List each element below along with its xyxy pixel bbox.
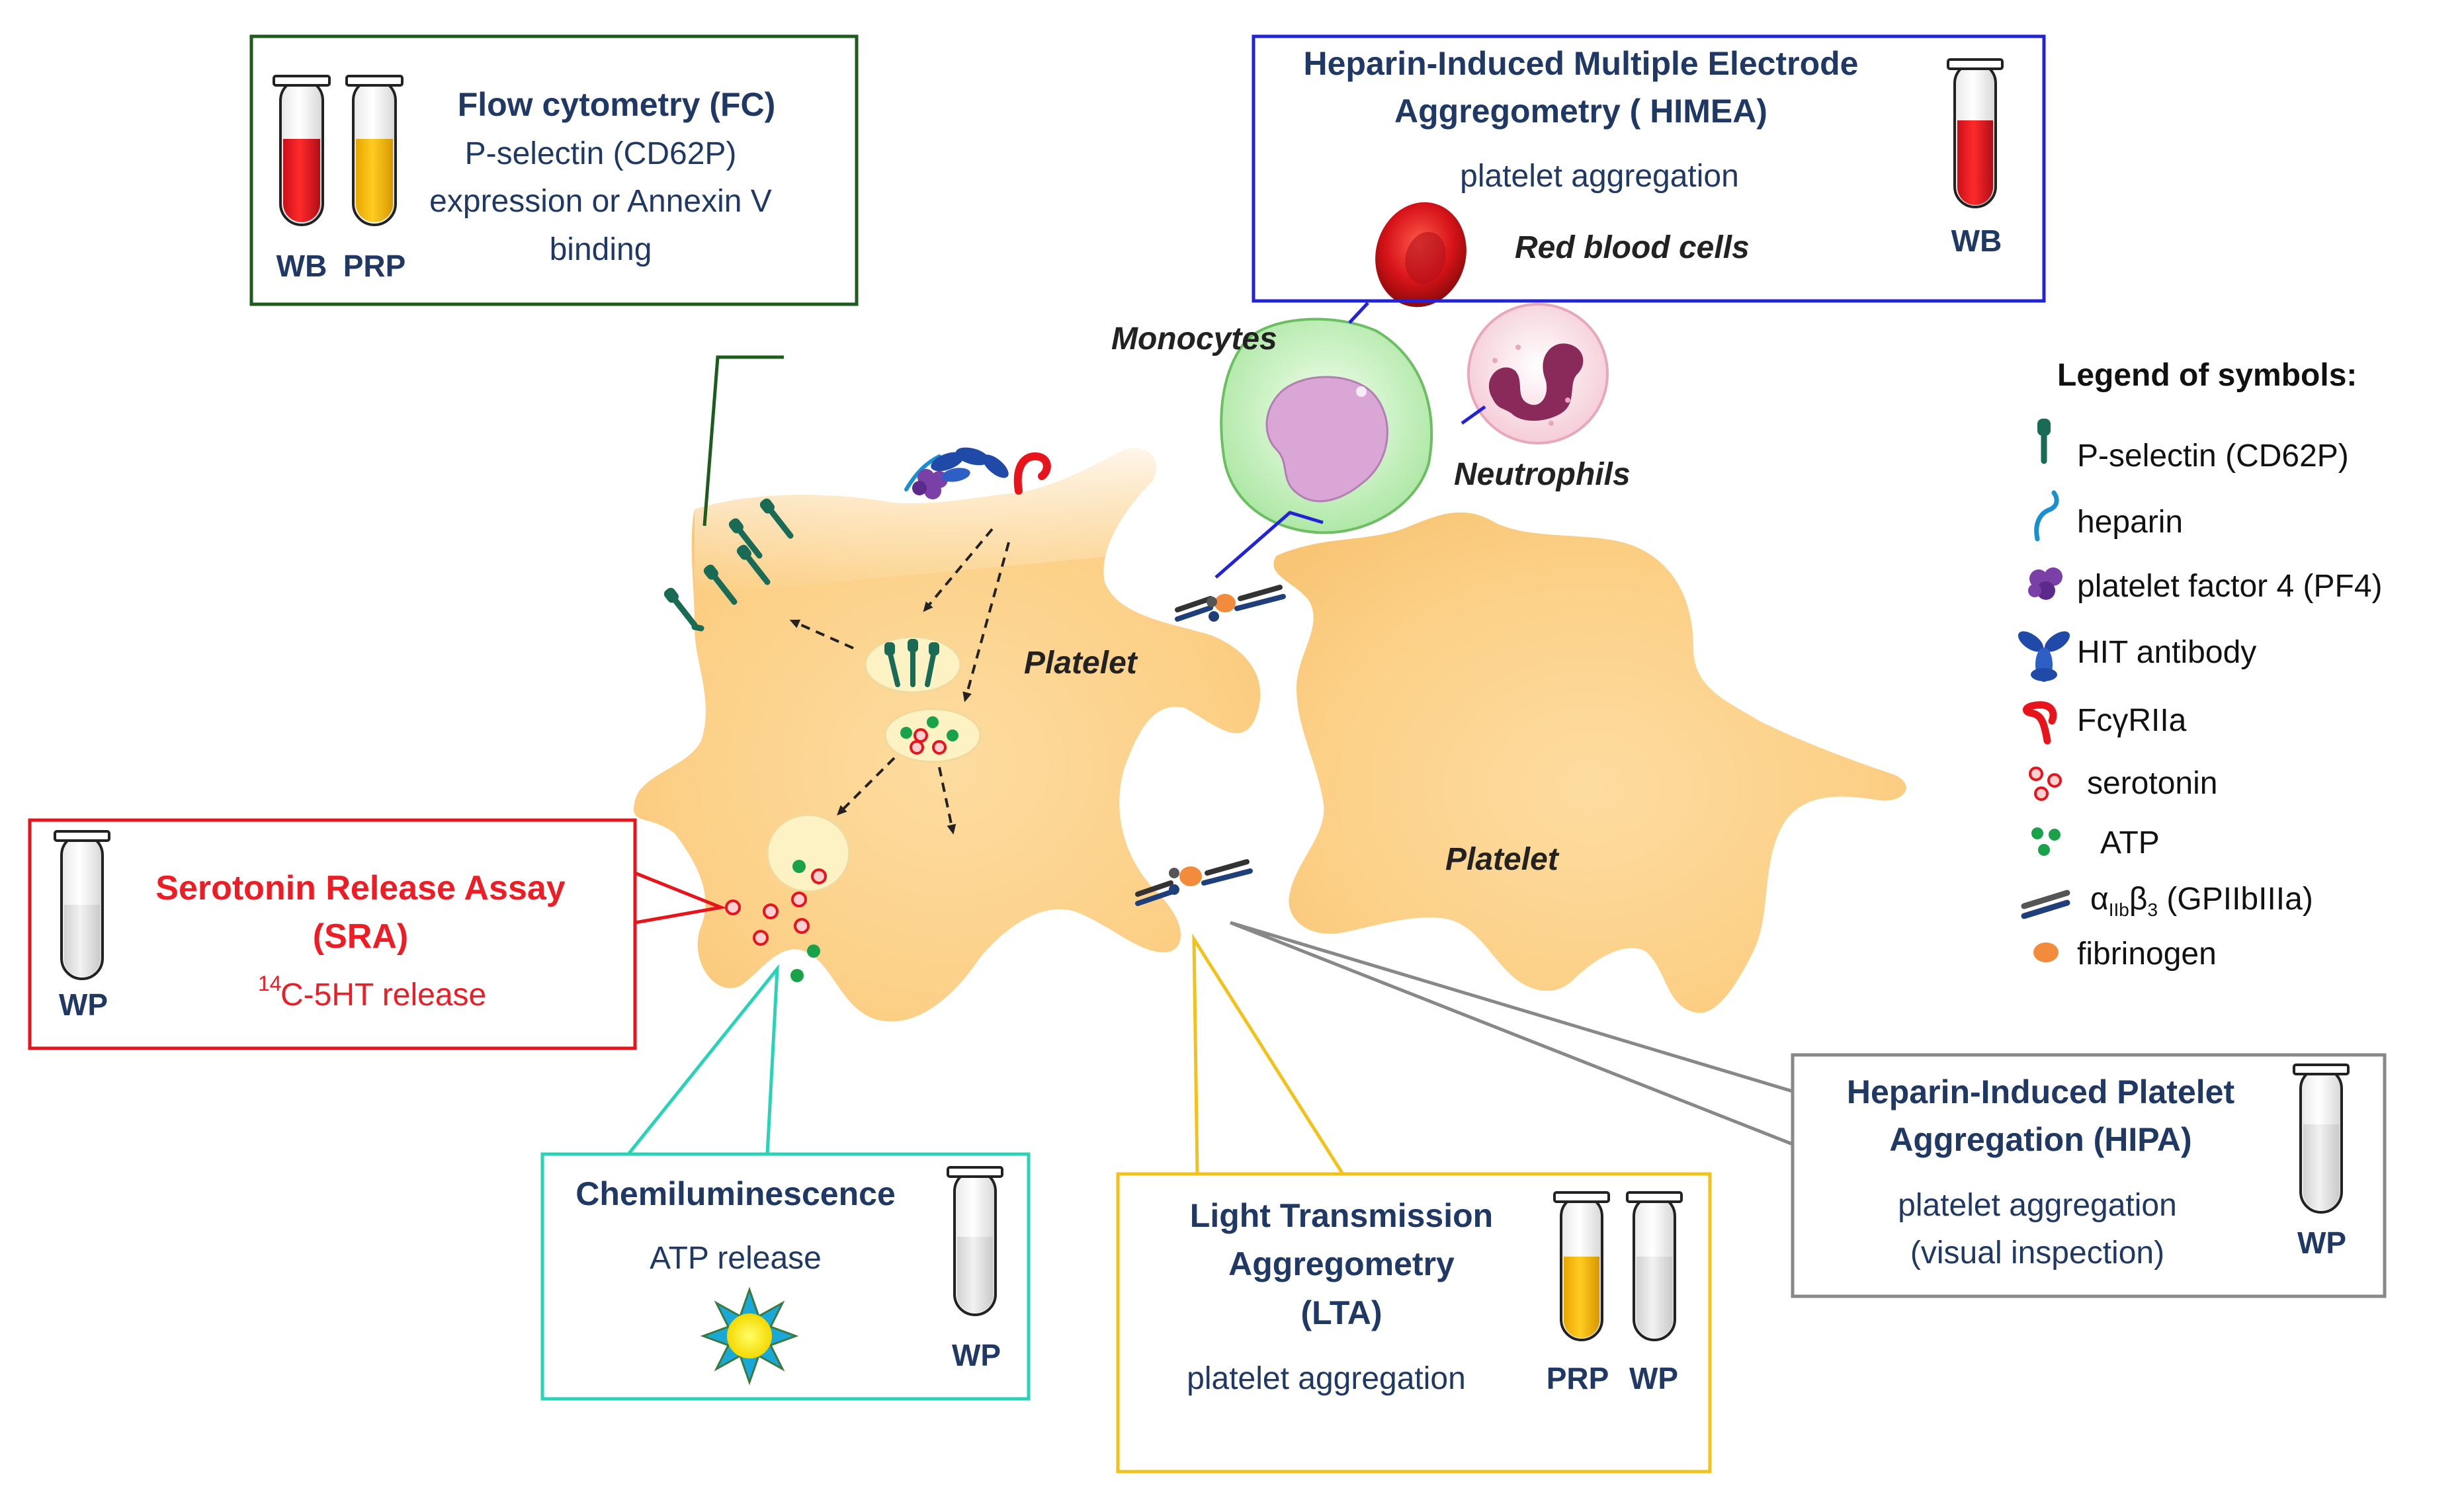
fc-title: Flow cytometry (FC) — [458, 86, 776, 123]
legend-pf4: platelet factor 4 (PF4) — [2077, 569, 2383, 604]
legend-title: Legend of symbols: — [2057, 358, 2357, 393]
sra-title2: (SRA) — [313, 917, 408, 956]
hipa-title1: Heparin-Induced Platelet — [1847, 1073, 2235, 1110]
monocyte — [1220, 317, 1433, 534]
himea-pointer-monocyte — [1214, 511, 1324, 579]
legend-atp: ATP — [2100, 825, 2160, 860]
legend-fibrinogen: fibrinogen — [2077, 937, 2217, 972]
wp-tube-hipa — [2293, 1064, 2350, 1214]
pf4-icon — [2028, 567, 2062, 600]
serotonin-icon — [2029, 767, 2062, 801]
legend-integrin: αIIbβ3 (GPIIbIIIa) — [2090, 882, 2313, 920]
heparin-icon — [2034, 490, 2059, 542]
membrane-p-selectin — [663, 498, 794, 632]
integrin-bridge-bottom — [1135, 859, 1253, 906]
left-platelet-label: Platelet — [1024, 646, 1138, 681]
rbc-label: Red blood cells — [1515, 230, 1750, 265]
fc-prp-label: PRP — [343, 249, 406, 283]
monocytes-label: Monocytes — [1111, 321, 1277, 356]
neutrophils-label: Neutrophils — [1454, 457, 1631, 492]
legend-fcgr: FcγRIIa — [2077, 703, 2187, 738]
legend-serotonin: serotonin — [2087, 766, 2217, 801]
hipa-wp-label: WP — [2297, 1226, 2346, 1260]
alpha-granule — [864, 636, 962, 694]
fibrinogen-icon — [2033, 942, 2059, 962]
released-molecules — [725, 860, 827, 982]
lta-box: Light Transmission Aggregometry (LTA) pl… — [1116, 1172, 1712, 1474]
himea-title2: Aggregometry ( HIMEA) — [1394, 93, 1767, 130]
himea-pointer-rbc — [1348, 302, 1369, 324]
lta-wp-label: WP — [1629, 1361, 1678, 1396]
lta-pointer — [1192, 933, 1345, 1175]
fc-wb-label: WB — [276, 249, 327, 283]
hipa-pointer — [1230, 921, 1793, 1146]
himea-wb-label: WB — [1951, 224, 2002, 258]
himea-title1: Heparin-Induced Multiple Electrode — [1304, 45, 1859, 82]
fusing-granule — [766, 814, 851, 893]
himea-pointer-neutrophil — [1461, 405, 1486, 425]
neutrophil — [1467, 303, 1609, 444]
lta-title1: Light Transmission — [1190, 1197, 1493, 1234]
wp-tube-sra — [54, 830, 110, 980]
wb-tube-fc — [273, 75, 331, 226]
chemi-title: Chemiluminescence — [575, 1175, 896, 1212]
p-selectin-icon — [2037, 419, 2051, 464]
fc-box: WB PRP Flow cytometry (FC) P-selectin (C… — [249, 34, 859, 306]
prp-tube-fc — [345, 75, 404, 226]
hipa-detail1: platelet aggregation — [1898, 1188, 2177, 1223]
fc-pointer — [702, 355, 784, 526]
legend-heparin: heparin — [2077, 505, 2183, 540]
sra-sup: 14 — [258, 972, 282, 995]
legend-hit: HIT antibody — [2077, 635, 2256, 670]
lta-title3: (LTA) — [1300, 1294, 1382, 1331]
hit-antibody-icon — [2018, 631, 2070, 682]
right-platelet — [1273, 512, 1906, 1013]
chemi-detail: ATP release — [650, 1241, 822, 1276]
hipa-box: Heparin-Induced Platelet Aggregation (HI… — [1791, 1053, 2387, 1298]
lta-prp-label: PRP — [1547, 1361, 1609, 1396]
sra-title1: Serotonin Release Assay — [155, 869, 566, 907]
red-blood-cell — [1375, 202, 1466, 308]
right-platelet-label: Platelet — [1445, 842, 1560, 877]
hit-immune-complex — [904, 447, 1051, 499]
dense-granule — [884, 708, 982, 763]
fc-line2: expression or Annexin V — [429, 184, 772, 219]
integrin-bridge-top — [1175, 585, 1286, 622]
sra-wp-label: WP — [59, 987, 108, 1022]
integrin-icon — [2021, 890, 2070, 919]
wb-tube-himea — [1947, 58, 2004, 208]
himea-box: Heparin-Induced Multiple Electrode Aggre… — [1252, 34, 2046, 303]
chemi-wp-label: WP — [952, 1338, 1001, 1372]
lta-title2: Aggregometry — [1228, 1245, 1455, 1282]
hipa-detail2: (visual inspection) — [1910, 1235, 2164, 1271]
sra-box: WP Serotonin Release Assay (SRA) 14 C-5H… — [28, 818, 637, 1050]
wp-tube-lta — [1626, 1191, 1683, 1341]
sra-detail: C-5HT release — [280, 978, 486, 1013]
prp-tube-lta — [1553, 1191, 1610, 1341]
granule-release-arrows — [789, 528, 1010, 835]
hipa-title2: Aggregation (HIPA) — [1889, 1121, 2191, 1158]
sra-pointer — [634, 871, 728, 925]
fcgr-icon — [2022, 701, 2057, 745]
fc-line3: binding — [550, 232, 652, 267]
fc-line1: P-selectin (CD62P) — [465, 136, 737, 171]
lta-detail: platelet aggregation — [1187, 1361, 1466, 1396]
sun-icon — [700, 1286, 799, 1386]
atp-icon — [2031, 827, 2060, 856]
chemi-box: Chemiluminescence ATP release WP — [540, 1152, 1031, 1401]
chemi-pointer — [627, 964, 779, 1155]
legend: Legend of symbols: P-selectin (CD62P) he… — [2018, 358, 2383, 972]
wp-tube-chemi — [947, 1166, 1003, 1316]
himea-subtitle: platelet aggregation — [1460, 159, 1739, 194]
legend-pselectin: P-selectin (CD62P) — [2077, 438, 2349, 474]
